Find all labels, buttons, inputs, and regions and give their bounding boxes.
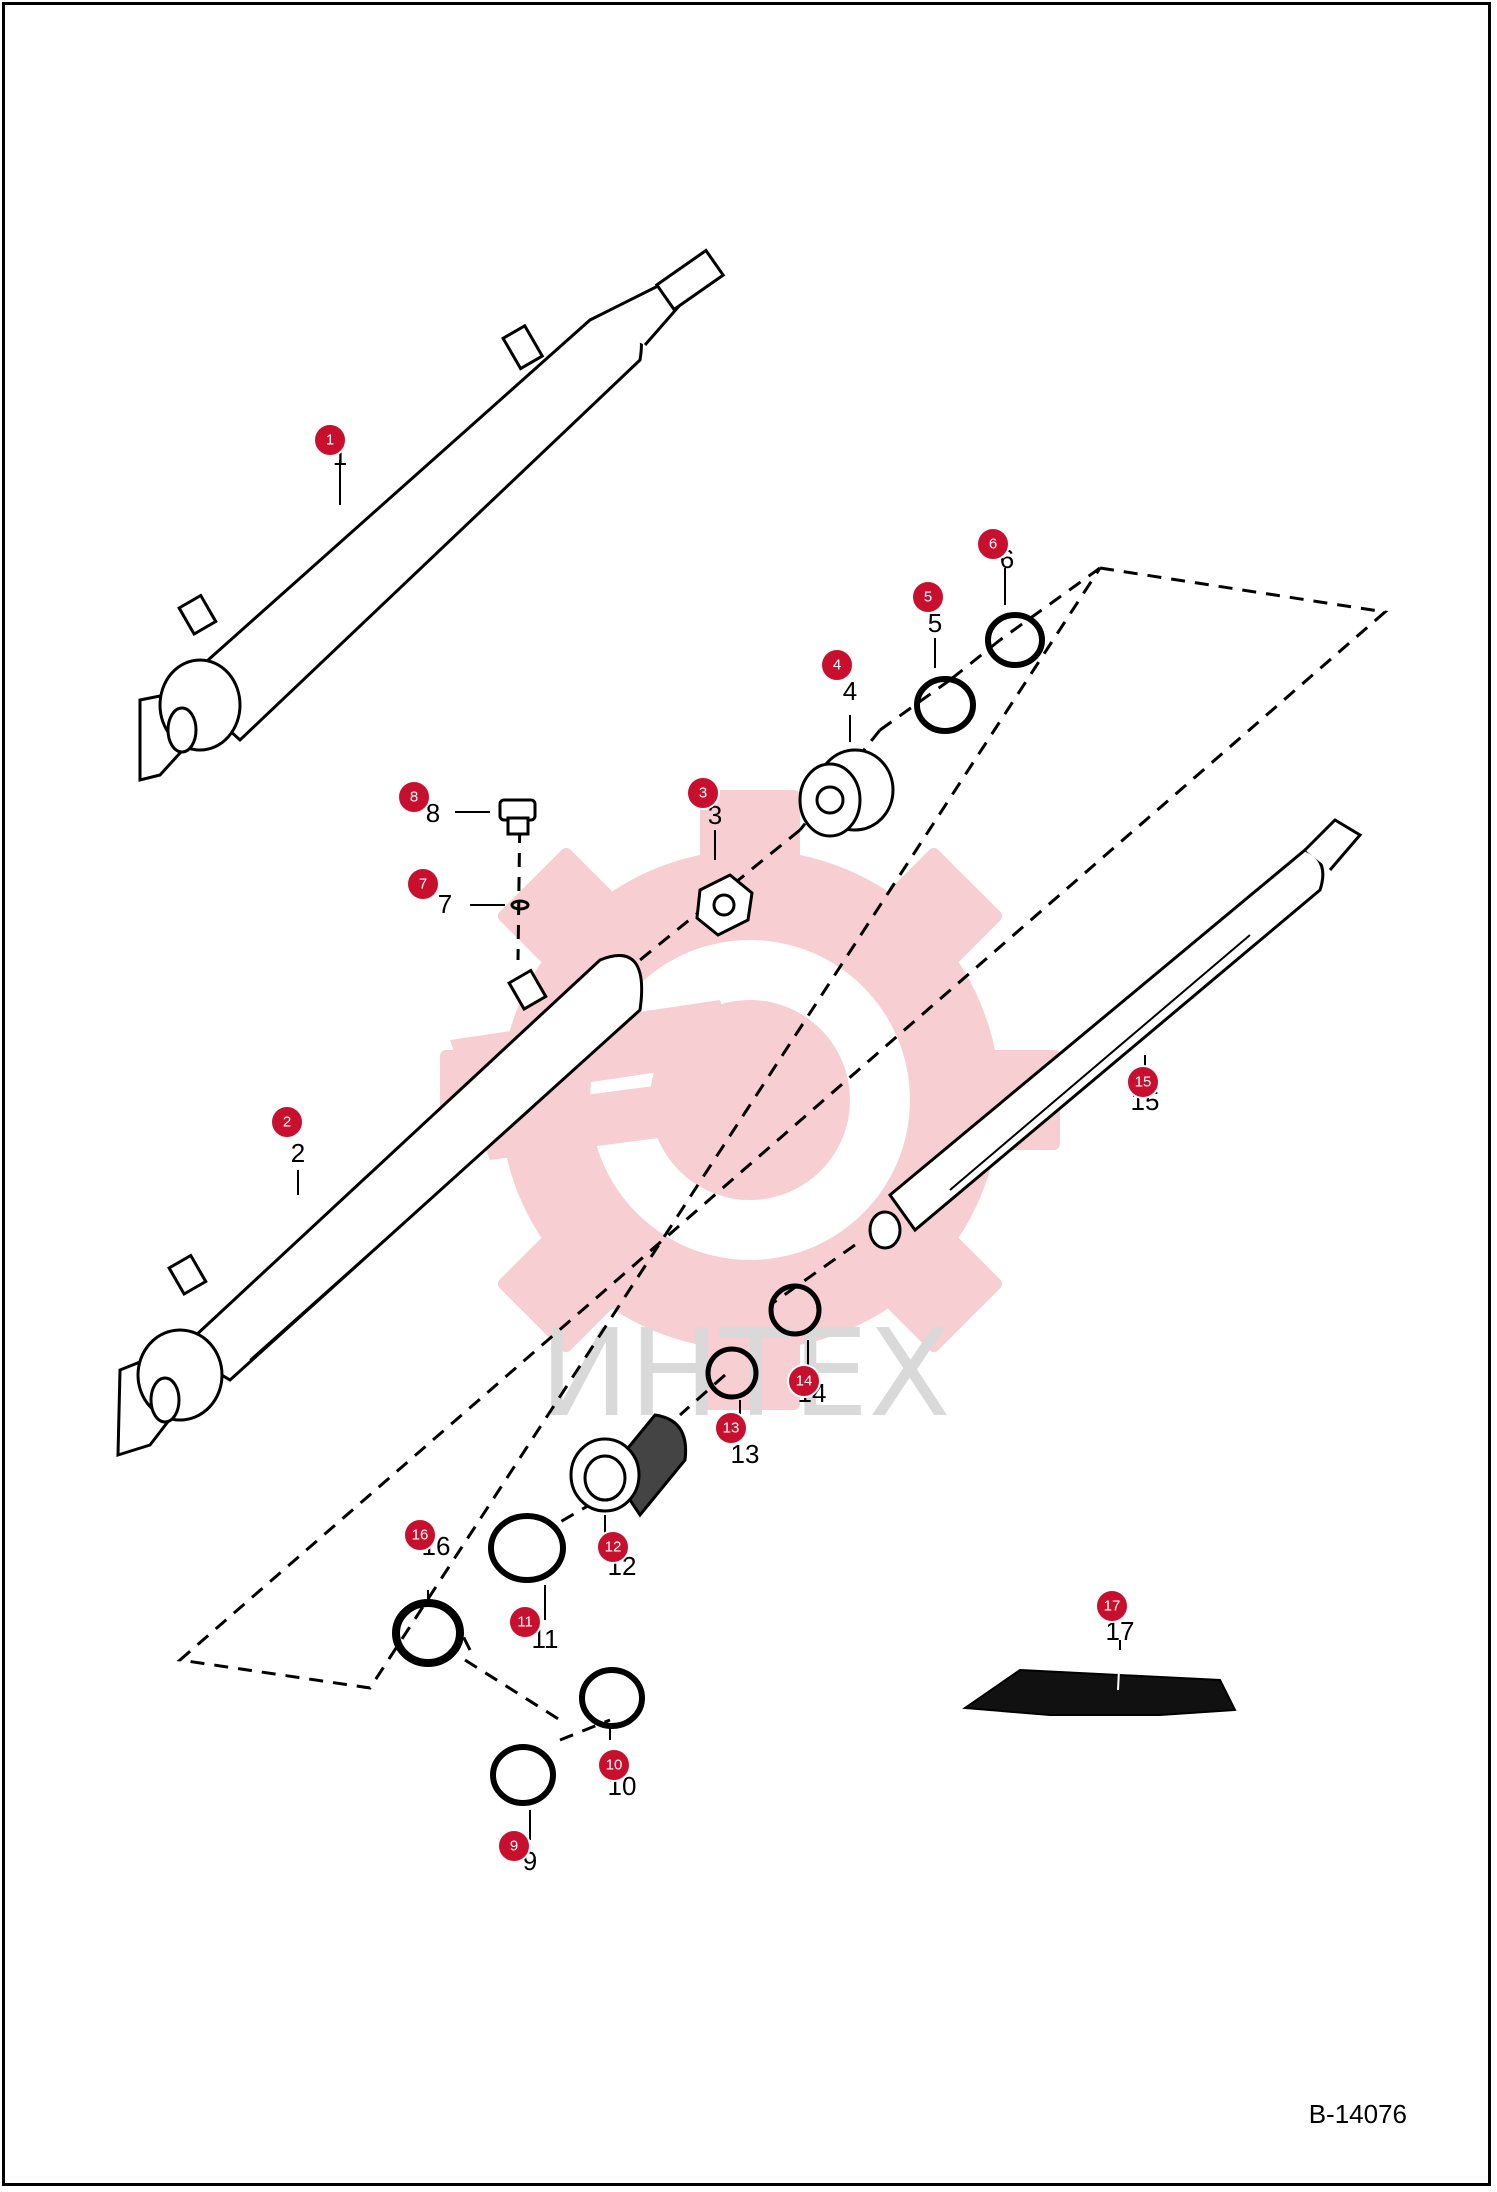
svg-text:1: 1 [326,432,334,449]
svg-text:10: 10 [606,1757,623,1774]
bushing-13 [705,1346,759,1400]
part-number-2: 2 [291,1138,305,1168]
seal-ring-6 [985,612,1045,668]
callout-marker-2[interactable]: 2 [270,1105,304,1139]
callout-marker-16[interactable]: 16 [403,1518,437,1552]
svg-text:15: 15 [1135,1074,1152,1091]
svg-text:16: 16 [412,1527,429,1544]
part-number-8: 8 [426,798,440,828]
callout-marker-9[interactable]: 9 [497,1829,531,1863]
ring-10 [579,1667,645,1729]
ring-11 [488,1513,566,1583]
callout-marker-5[interactable]: 5 [911,580,945,614]
svg-text:2: 2 [283,1114,291,1131]
cylinder-barrel-2 [116,954,644,1458]
svg-text:4: 4 [833,657,841,674]
part-number-7: 7 [438,889,452,919]
callout-marker-15[interactable]: 15 [1126,1065,1160,1099]
svg-text:12: 12 [605,1539,622,1556]
bushing-14 [768,1283,822,1337]
piston-4 [798,748,895,838]
callout-marker-7[interactable]: 7 [406,867,440,901]
callout-marker-1[interactable]: 1 [313,423,347,457]
callout-marker-3[interactable]: 3 [686,776,720,810]
svg-text:11: 11 [517,1614,533,1631]
part-number-5: 5 [928,608,942,638]
ring-16 [392,1599,464,1667]
callout-marker-6[interactable]: 6 [976,527,1010,561]
svg-text:5: 5 [924,589,932,606]
gland-12 [569,1413,688,1518]
plug-8 [498,798,537,836]
callout-marker-17[interactable]: 17 [1095,1589,1129,1623]
nut-3 [695,873,754,937]
callout-marker-14[interactable]: 14 [787,1364,821,1398]
callout-marker-12[interactable]: 12 [596,1530,630,1564]
cylinder-assembly-1 [138,248,726,782]
svg-text:13: 13 [723,1420,740,1437]
ring-9 [490,1744,556,1806]
svg-text:17: 17 [1104,1598,1121,1615]
callout-marker-10[interactable]: 10 [597,1748,631,1782]
callout-marker-13[interactable]: 13 [714,1411,748,1445]
rod-15 [868,818,1363,1250]
callout-marker-8[interactable]: 8 [397,780,431,814]
callout-marker-4[interactable]: 4 [820,648,854,682]
callout-marker-11[interactable]: 11 [508,1605,542,1639]
svg-text:3: 3 [699,785,707,802]
decal-17 [962,1649,1237,1716]
svg-text:9: 9 [510,1838,518,1855]
svg-text:7: 7 [419,876,427,893]
seal-ring-5 [914,676,976,734]
o-ring-7 [510,899,530,911]
svg-text:8: 8 [410,789,418,806]
svg-text:6: 6 [989,536,997,553]
drawing-reference: B-14076 [1308,2099,1407,2129]
part-number-4: 4 [843,676,857,706]
svg-text:14: 14 [796,1373,813,1390]
